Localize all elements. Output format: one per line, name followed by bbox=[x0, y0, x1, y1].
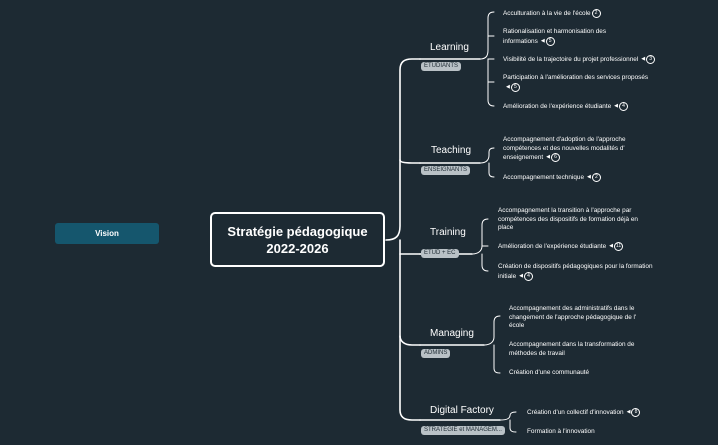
leaf-text: Visibilité de la trajectoire du projet p… bbox=[503, 56, 639, 64]
leaf-text: Amélioration de l'expérience étudiante bbox=[498, 243, 607, 251]
leaf-text: Rationalisation et harmonisation des inf… bbox=[503, 28, 607, 45]
central-title-line2: 2022-2026 bbox=[266, 240, 329, 256]
count-badge: 3 bbox=[646, 55, 656, 64]
branch-training-title[interactable]: Training bbox=[430, 227, 466, 238]
branch-training-tag: ETUD + EC bbox=[421, 249, 459, 258]
arrow-icon: ◀ bbox=[540, 37, 545, 44]
leaf-text: Accompagnement la transition à l'approch… bbox=[498, 207, 638, 231]
leaf-learning-3[interactable]: Visibilité de la trajectoire du projet p… bbox=[503, 55, 693, 65]
arrow-icon: ◀ bbox=[609, 243, 614, 250]
leaf-text: Accompagnement d'adoption de l'approche … bbox=[503, 136, 626, 162]
leaf-text: Acculturation à la vie de l'école bbox=[503, 10, 591, 18]
arrow-icon: ◀ bbox=[587, 174, 591, 181]
leaf-text: Participation à l'amélioration des servi… bbox=[503, 74, 649, 81]
leaf-text: Formation à l'innovation bbox=[527, 428, 595, 435]
arrow-icon: ◀ bbox=[546, 154, 551, 161]
branch-teaching-tag: ENSEIGNANTS bbox=[421, 166, 471, 175]
leaf-teaching-2[interactable]: Accompagnement technique◀2 bbox=[503, 173, 653, 183]
count-badge: 5 bbox=[545, 36, 555, 46]
branch-learning-tag: ETUDIANTS bbox=[421, 62, 462, 71]
leaf-learning-2[interactable]: Rationalisation et harmonisation des inf… bbox=[503, 28, 638, 46]
vision-label: Vision bbox=[95, 229, 119, 238]
branch-digital-factory-title[interactable]: Digital Factory bbox=[430, 405, 494, 416]
arrow-icon: ◀ bbox=[626, 409, 631, 416]
branch-managing-tag: ADMINS bbox=[421, 349, 451, 358]
leaf-text: Création d'une communauté bbox=[509, 369, 590, 376]
central-title-line1: Stratégie pédagogique bbox=[227, 223, 368, 239]
leaf-training-2[interactable]: Amélioration de l'expérience étudiante◀1… bbox=[498, 242, 648, 252]
main-brace bbox=[385, 58, 421, 241]
count-badge: 4 bbox=[619, 102, 629, 111]
arrow-icon: ◀ bbox=[506, 83, 510, 90]
count-badge: 8 bbox=[631, 408, 641, 417]
leaf-managing-1[interactable]: Accompagnement des administratifs dans l… bbox=[509, 305, 651, 331]
leaf-teaching-1[interactable]: Accompagnement d'adoption de l'approche … bbox=[503, 136, 663, 163]
leaf-learning-5[interactable]: Amélioration de l'expérience étudiante◀4 bbox=[503, 102, 693, 112]
leaf-training-1[interactable]: Accompagnement la transition à l'approch… bbox=[498, 207, 646, 233]
arrow-icon: ◀ bbox=[519, 272, 523, 279]
count-badge: 5 bbox=[510, 82, 520, 92]
leaf-training-3[interactable]: Création de dispositifs pédagogiques pou… bbox=[498, 263, 658, 281]
leaf-digital-factory-2[interactable]: Formation à l'innovation bbox=[527, 428, 647, 437]
arrow-icon: ◀ bbox=[614, 103, 619, 110]
arrow-icon: ◀ bbox=[641, 56, 646, 63]
leaf-text: Accompagnement des administratifs dans l… bbox=[509, 305, 637, 329]
leaf-text: Création d'un collectif d'innovation bbox=[527, 409, 624, 417]
leaf-text: Création de dispositifs pédagogiques pou… bbox=[498, 263, 653, 280]
branch-teaching-title[interactable]: Teaching bbox=[431, 145, 472, 156]
central-topic[interactable]: Stratégie pédagogique 2022-2026 bbox=[210, 212, 385, 267]
count-badge: 4 bbox=[523, 271, 533, 281]
leaf-text: Accompagnement dans la transformation de… bbox=[509, 341, 635, 357]
leaf-text: Accompagnement technique bbox=[503, 174, 585, 182]
leaf-managing-3[interactable]: Création d'une communauté bbox=[509, 369, 651, 378]
count-badge: 6 bbox=[551, 153, 561, 162]
leaf-learning-4[interactable]: Participation à l'amélioration des servi… bbox=[503, 74, 653, 92]
leaf-digital-factory-1[interactable]: Création d'un collectif d'innovation◀8 bbox=[527, 408, 687, 418]
branch-digital-factory-tag: STRATEGIE et MANAGEM... bbox=[421, 426, 505, 435]
leaf-text: Amélioration de l'expérience étudiante bbox=[503, 103, 612, 111]
vision-node[interactable]: Vision bbox=[55, 223, 159, 244]
branch-learning-title[interactable]: Learning bbox=[430, 42, 469, 53]
count-badge: 2 bbox=[591, 9, 601, 18]
branch-managing-title[interactable]: Managing bbox=[430, 328, 474, 339]
count-badge: 11 bbox=[614, 242, 624, 251]
count-badge: 2 bbox=[591, 173, 601, 182]
leaf-managing-2[interactable]: Accompagnement dans la transformation de… bbox=[509, 341, 651, 358]
